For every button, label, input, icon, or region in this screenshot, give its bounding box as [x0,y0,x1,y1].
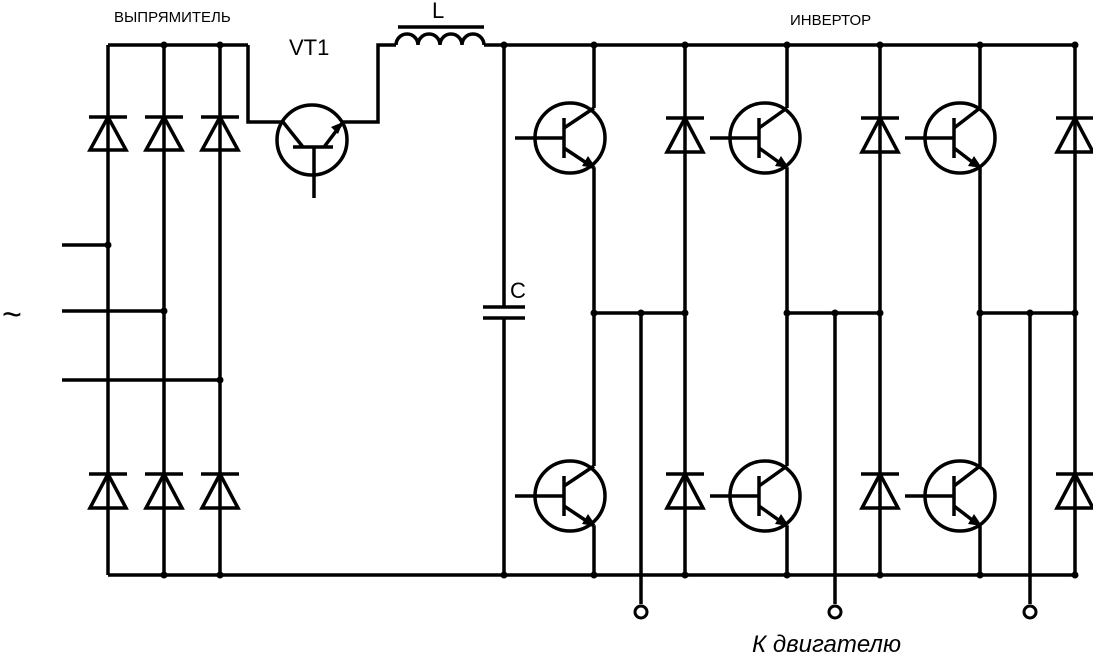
junction-dot [783,571,791,579]
diode-inv-top-1-icon [664,114,706,154]
vt1-collector-wire [246,45,283,124]
junction-dot [590,41,598,49]
rectifier-label: ВЫПРЯМИТЕЛЬ [114,9,231,26]
junction-dot [590,571,598,579]
diode-inv-top-3-icon [1054,114,1093,154]
junction-dot [681,571,689,579]
igbt-emitter-arrow-icon [582,156,596,168]
junction-dot [216,571,224,579]
igbt-bottom-1-icon [515,459,607,533]
junction-dot [783,41,791,49]
igbt-emitter-arrow-icon [775,156,789,168]
igbt-bottom-3-icon [905,459,997,533]
diode-rect-bottom-1 [87,470,129,510]
junction-dot [500,571,508,579]
igbt-top-3-icon [905,101,997,175]
junction-dot [876,41,884,49]
motor-caption: К двигателю [752,631,901,658]
igbt-top-2-icon [710,101,802,175]
vt1-transistor-icon [275,103,349,177]
diode-rect-bottom-2 [143,470,185,510]
ac-source-label: ~ [2,296,22,334]
inductor-coil-icon [394,32,486,46]
junction-dot [216,41,224,49]
junction-dot [1071,309,1079,317]
igbt-emitter-arrow-icon [775,514,789,526]
igbt-bottom-2-icon [710,459,802,533]
junction-dot [1026,309,1034,317]
junction-dot [876,309,884,317]
inverter-label: ИНВЕРТОР [790,12,871,29]
inverter-block [515,45,1093,620]
rectifier-diodes [87,113,241,510]
junction-dot [976,571,984,579]
junction-dots [104,41,1079,579]
motor-terminal-1[interactable] [633,604,649,620]
vt1-label: VT1 [289,35,329,60]
junction-dot [783,309,791,317]
junction-dot [976,309,984,317]
vt1-collector-lead [281,120,305,149]
inductor-label: L [432,0,444,23]
diode-inv-bottom-3-icon [1054,470,1093,510]
junction-dot [216,376,224,384]
junction-dot [590,309,598,317]
inverter-leg-1 [592,45,687,620]
junction-dot [831,309,839,317]
vt1-to-inductor-wire [343,43,396,124]
junction-dot [1071,571,1079,579]
junction-dot [500,41,508,49]
igbt-emitter-arrow-icon [968,514,982,526]
junction-dot [1071,41,1079,49]
junction-dot [637,309,645,317]
junction-dot [104,241,112,249]
capacitor-label: C [510,278,526,303]
junction-dot [160,571,168,579]
junction-dot [681,41,689,49]
junction-dot [160,41,168,49]
junction-dot [976,41,984,49]
igbt-emitter-arrow-icon [968,156,982,168]
vt1-emitter-arrow-icon [331,122,343,134]
motor-terminal-3[interactable] [1022,604,1038,620]
igbt-emitter-arrow-icon [582,514,596,526]
diode-rect-bottom-3 [199,470,241,510]
junction-dot [681,309,689,317]
motor-terminal-2[interactable] [827,604,843,620]
rectifier-block [62,43,504,577]
diode-inv-bottom-1-icon [664,470,706,510]
diode-rect-top-2 [143,113,185,152]
junction-dot [160,307,168,315]
igbt-top-1-icon [515,101,607,175]
diode-inv-top-2-icon [859,114,901,154]
junction-dot [876,571,884,579]
diode-rect-top-1 [87,113,129,152]
diode-inv-bottom-2-icon [859,470,901,510]
diode-rect-top-3 [199,113,241,152]
